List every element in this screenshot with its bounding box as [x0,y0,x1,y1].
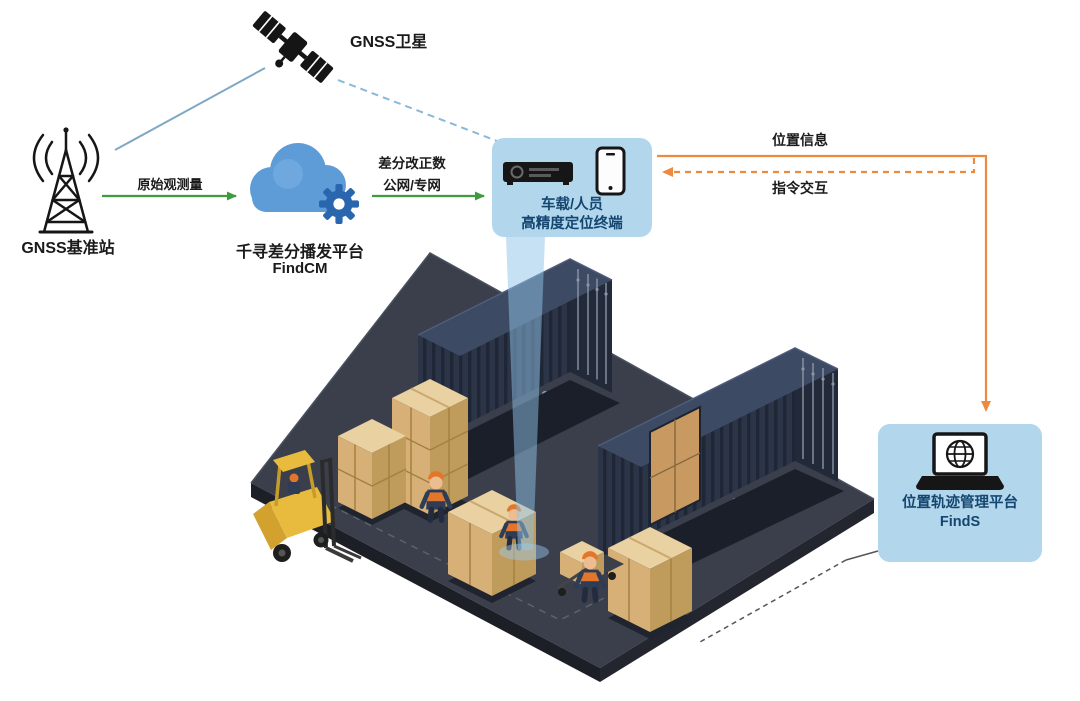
correction-label-line1: 差分改正数 [378,156,446,171]
gnss-satellite-icon [252,11,334,83]
position-info-arrow [657,154,991,412]
finds-panel: 位置轨迹管理平台 FindS [878,424,1042,562]
terminal-panel: 车载/人员 高精度定位终端 [492,138,652,237]
radio-tower-icon [32,127,100,234]
terminal-device-icons [503,146,626,196]
satellite-to-station-line [114,67,266,151]
correction-label-line2: 公网/专网 [383,178,441,193]
raw-observation-label: 原始观测量 [137,177,203,192]
finds-label-line1: 位置轨迹管理平台 [902,495,1018,511]
shipping-container-front [594,347,844,588]
satellite-to-terminal-dashed-line [337,79,498,142]
crate-stack-short [337,419,407,525]
platform-top [251,253,874,668]
cloud-platform-icon [250,143,359,224]
cloud-platform-sublabel: FindCM [272,260,328,277]
platform-side-right [600,499,874,682]
warehouse-scene [250,252,875,682]
command-interaction-dashed-arrow [662,158,976,177]
laptop-globe-icon [916,432,1004,490]
forklift [253,450,362,563]
cloud-platform-label: 千寻差分播发平台 [235,244,364,261]
terminal-label-line1: 车载/人员 [540,197,604,213]
gear-icon [319,184,359,224]
positioning-beam [506,236,545,550]
beam-glow [499,543,549,561]
finds-callout-line [845,550,879,561]
platform-side-left [251,483,600,682]
finds-label-line2: FindS [939,514,981,530]
satellite-label: GNSS卫星 [350,34,428,51]
terminal-label-line2: 高精度定位终端 [521,216,623,232]
vehicle-terminal-icon [503,162,573,185]
smartphone-icon [595,146,626,196]
command-interaction-label: 指令交互 [772,180,828,196]
finds-callout-dashed [699,559,847,643]
base-station-label: GNSS基准站 [21,240,115,257]
position-info-label: 位置信息 [772,132,828,148]
cargo-crate [608,527,692,639]
